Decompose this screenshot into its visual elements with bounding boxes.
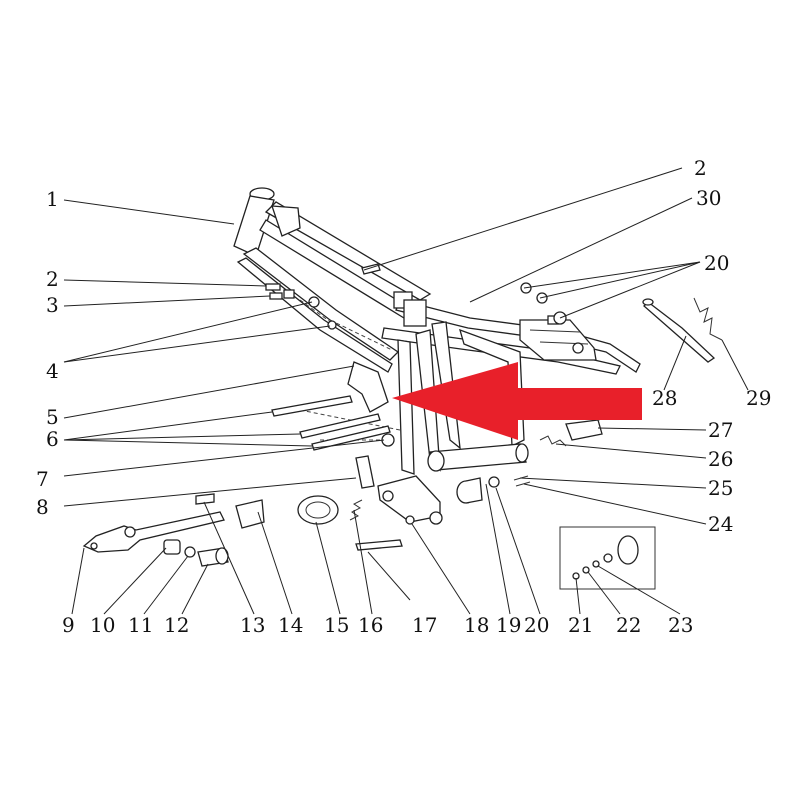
callout-2-top: 2 bbox=[694, 156, 707, 180]
callout-18: 18 bbox=[464, 613, 489, 637]
callout-labels: 1 2 30 20 2 3 4 5 6 7 8 28 29 27 26 25 2… bbox=[36, 156, 771, 637]
callout-26: 26 bbox=[708, 447, 733, 471]
callout-9: 9 bbox=[62, 613, 75, 637]
callout-24: 24 bbox=[708, 512, 733, 536]
callout-16: 16 bbox=[358, 613, 383, 637]
callout-30: 30 bbox=[696, 186, 721, 210]
callout-13: 13 bbox=[240, 613, 265, 637]
callout-25: 25 bbox=[708, 476, 733, 500]
callout-7: 7 bbox=[36, 467, 49, 491]
leader-lines bbox=[63, 167, 749, 615]
callout-8: 8 bbox=[36, 495, 49, 519]
callout-10: 10 bbox=[90, 613, 115, 637]
callout-20-top: 20 bbox=[704, 251, 729, 275]
motorcycle-frame bbox=[233, 187, 641, 525]
callout-23: 23 bbox=[668, 613, 693, 637]
callout-21: 21 bbox=[568, 613, 593, 637]
callout-15: 15 bbox=[324, 613, 349, 637]
callout-12: 12 bbox=[164, 613, 189, 637]
callout-5: 5 bbox=[46, 405, 59, 429]
callout-22: 22 bbox=[616, 613, 641, 637]
callout-4: 4 bbox=[46, 359, 59, 383]
callout-17: 17 bbox=[412, 613, 437, 637]
callout-27: 27 bbox=[708, 418, 733, 442]
callout-1: 1 bbox=[46, 187, 59, 211]
callout-2-left: 2 bbox=[46, 267, 59, 291]
callout-20-bottom: 20 bbox=[524, 613, 549, 637]
callout-29: 29 bbox=[746, 386, 771, 410]
callout-19: 19 bbox=[496, 613, 521, 637]
callout-28: 28 bbox=[652, 386, 677, 410]
callout-3: 3 bbox=[46, 293, 59, 317]
pointer-arrow bbox=[392, 362, 642, 440]
callout-6: 6 bbox=[46, 427, 59, 451]
callout-14: 14 bbox=[278, 613, 303, 637]
hardware-parts bbox=[82, 263, 723, 590]
callout-11: 11 bbox=[128, 613, 153, 637]
